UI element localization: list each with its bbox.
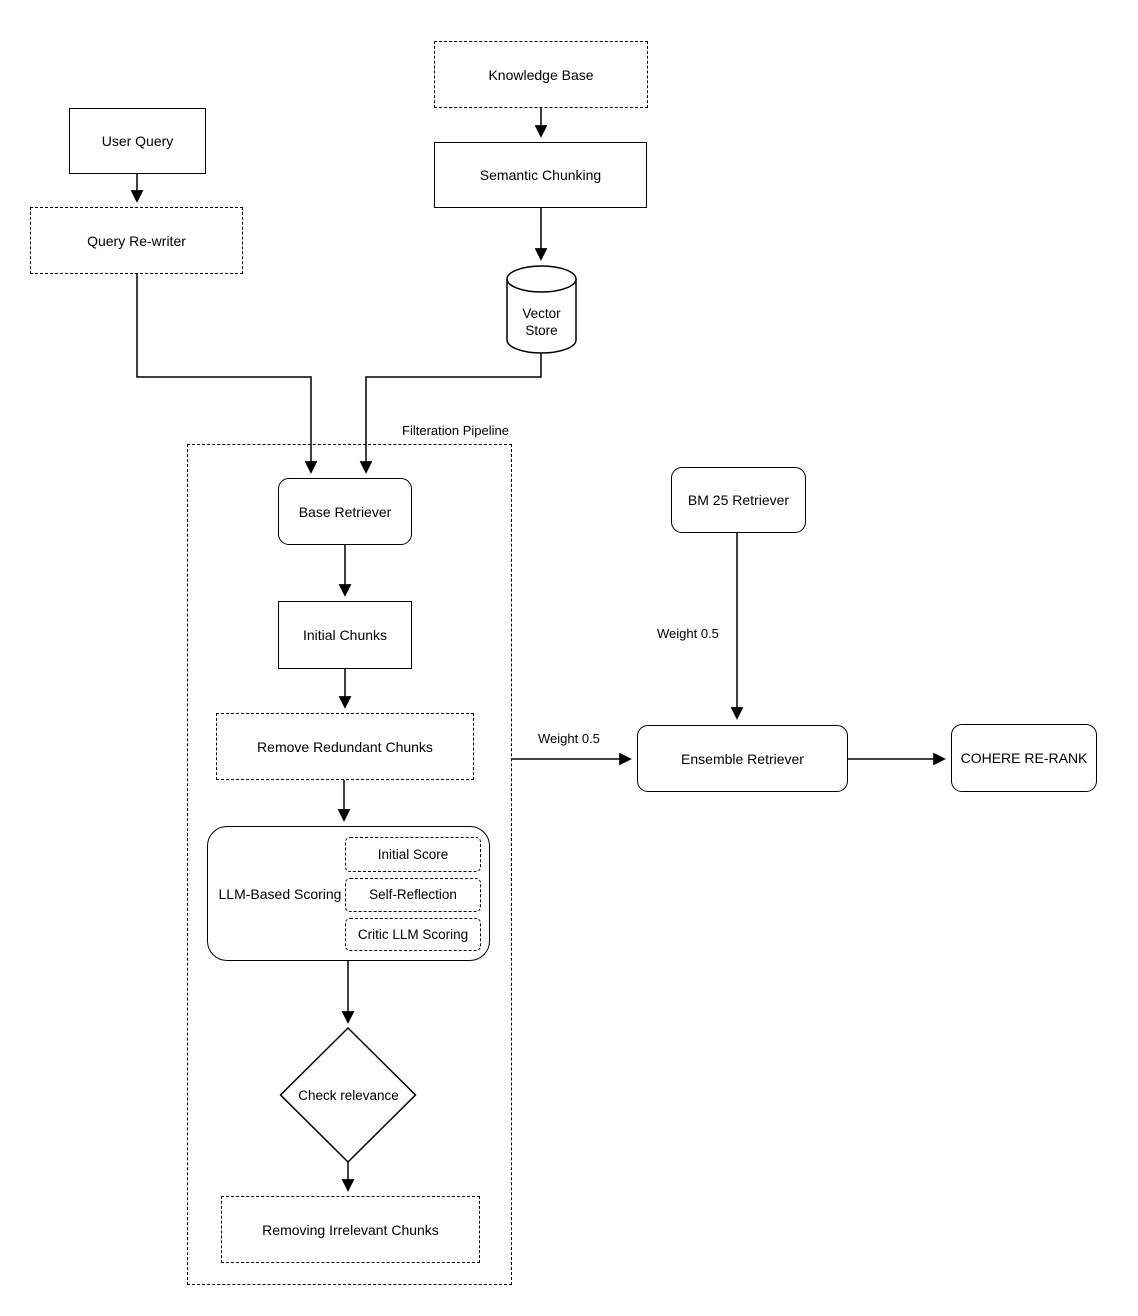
remove-redundant-chunks-node: Remove Redundant Chunks — [216, 713, 474, 780]
filteration-pipeline-container — [187, 444, 512, 1285]
vector-store-label: Vector Store — [505, 302, 578, 342]
vector-store-label-line2: Store — [525, 323, 558, 338]
critic-llm-scoring-label: Critic LLM Scoring — [357, 926, 469, 942]
weight-label-left: Weight 0.5 — [536, 731, 602, 746]
removing-irrelevant-chunks-node: Removing Irrelevant Chunks — [221, 1196, 480, 1263]
ensemble-retriever-label: Ensemble Retriever — [681, 750, 804, 767]
initial-score-label: Initial Score — [377, 846, 449, 862]
self-reflection-label: Self-Reflection — [369, 887, 457, 902]
bm25-retriever-node: BM 25 Retriever — [671, 467, 806, 533]
initial-score-node: Initial Score — [345, 837, 481, 872]
ensemble-retriever-node: Ensemble Retriever — [637, 725, 848, 792]
remove-redundant-chunks-label: Remove Redundant Chunks — [257, 738, 433, 755]
user-query-node: User Query — [69, 108, 206, 174]
query-rewriter-node: Query Re-writer — [30, 207, 243, 274]
initial-chunks-label: Initial Chunks — [302, 627, 388, 643]
initial-chunks-node: Initial Chunks — [278, 601, 412, 669]
knowledge-base-node: Knowledge Base — [434, 41, 648, 108]
semantic-chunking-label: Semantic Chunking — [479, 167, 602, 183]
weight-label-right: Weight 0.5 — [655, 626, 721, 641]
cohere-rerank-node: COHERE RE-RANK — [951, 724, 1097, 792]
self-reflection-node: Self-Reflection — [345, 878, 481, 912]
check-relevance-label: Check relevance — [298, 1087, 399, 1103]
llm-based-scoring-label: LLM-Based Scoring — [218, 886, 342, 902]
knowledge-base-label: Knowledge Base — [488, 66, 594, 83]
bm25-retriever-label: BM 25 Retriever — [687, 492, 790, 508]
base-retriever-label: Base Retriever — [298, 503, 392, 520]
filteration-pipeline-label: Filteration Pipeline — [402, 423, 509, 438]
user-query-label: User Query — [101, 133, 174, 149]
llm-based-scoring-node: LLM-Based Scoring Initial Score Self-Ref… — [207, 826, 490, 961]
query-rewriter-label: Query Re-writer — [87, 232, 186, 249]
edge-rewriter-baseretriever — [136, 274, 318, 474]
base-retriever-node: Base Retriever — [278, 478, 412, 545]
cohere-rerank-label: COHERE RE-RANK — [960, 750, 1088, 766]
removing-irrelevant-chunks-label: Removing Irrelevant Chunks — [262, 1221, 439, 1238]
vector-store-label-line1: Vector — [522, 306, 561, 321]
critic-llm-scoring-node: Critic LLM Scoring — [345, 918, 481, 951]
semantic-chunking-node: Semantic Chunking — [434, 142, 647, 208]
